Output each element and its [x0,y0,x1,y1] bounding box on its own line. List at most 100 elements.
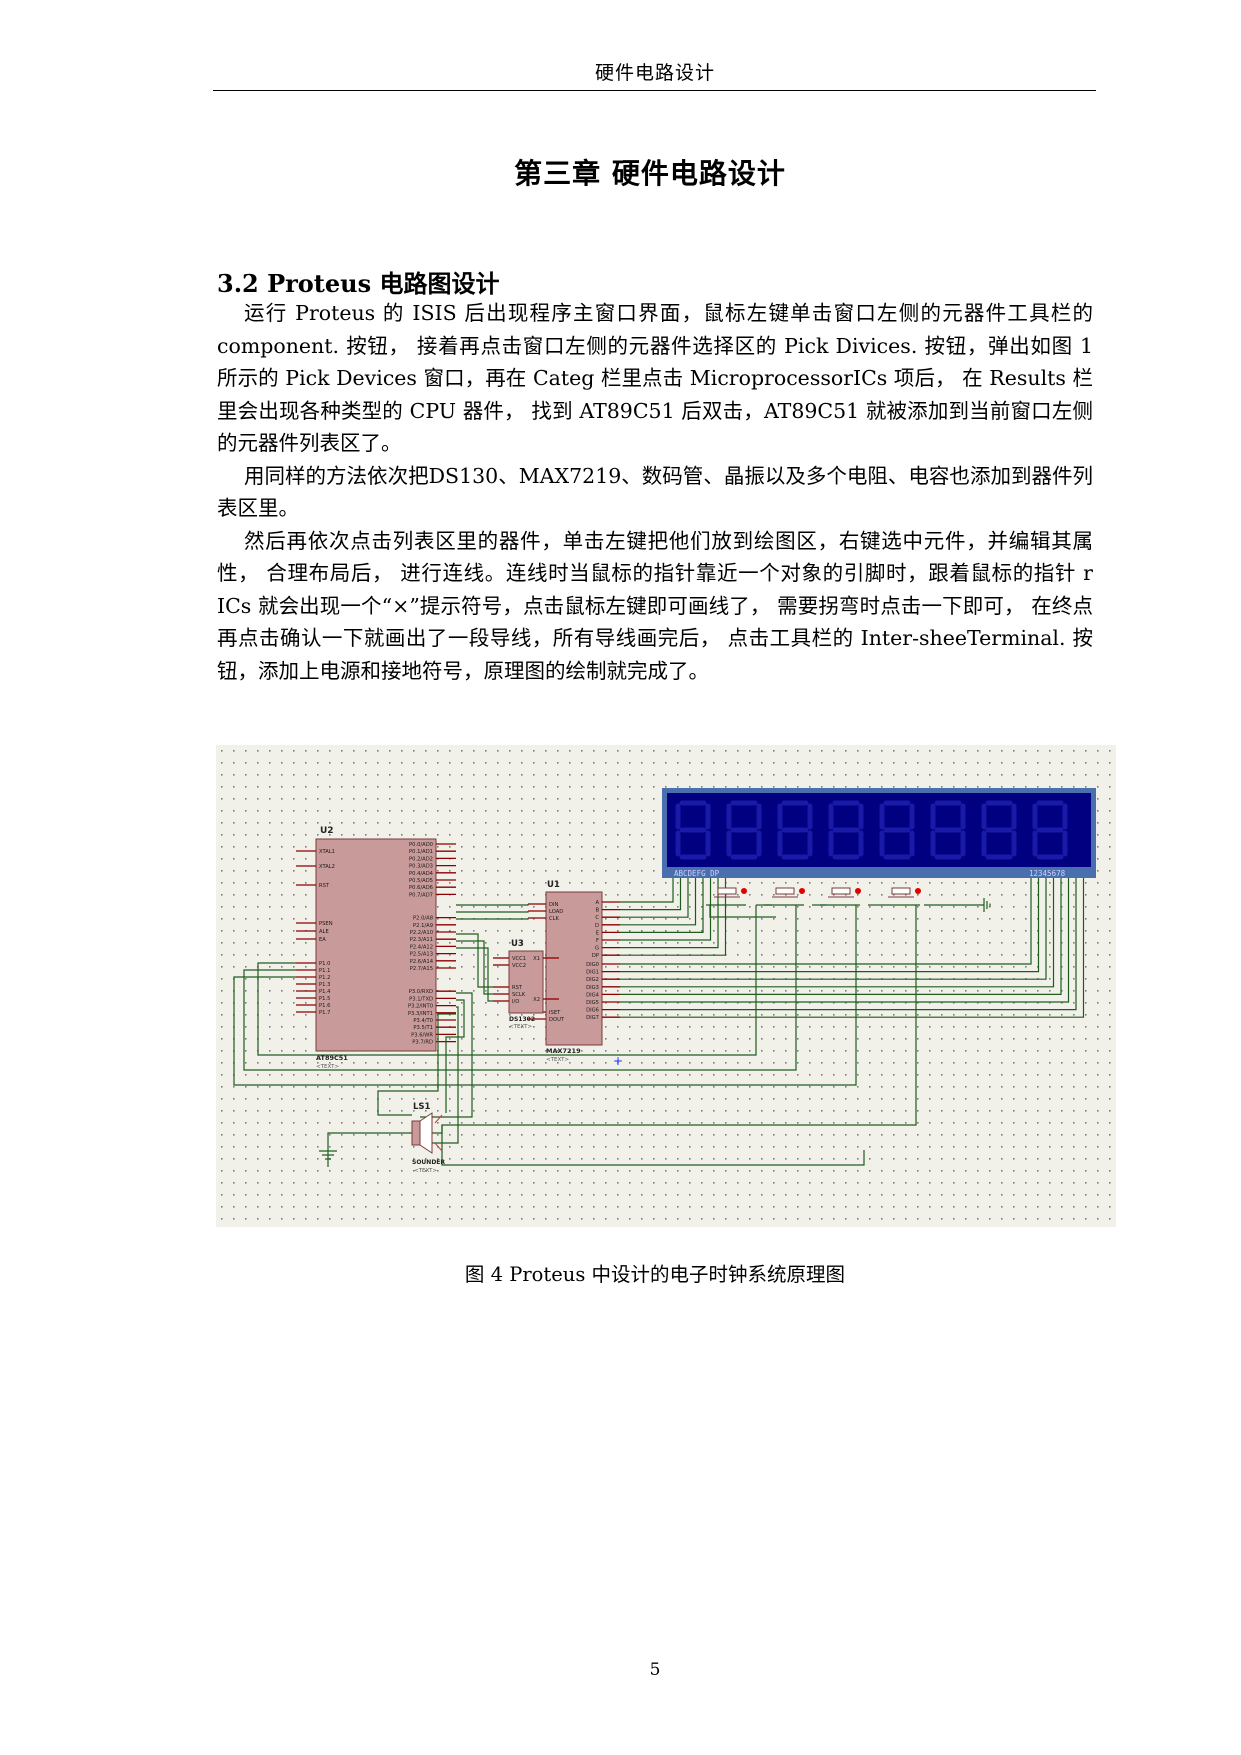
u3-pin-label-5: RST [512,985,523,991]
u1-right-pin-label-14: DIG5 [586,1000,599,1006]
u2-left-pin-label-1: XTAL1 [319,849,335,855]
u1-right-pin-label-4: D [595,923,599,929]
wires [233,878,1085,1166]
display-digit-2 [726,800,762,860]
u2-left-pin-label-11: P1.4 [319,989,331,995]
u2-right-pin-label-11: P2.2/A10 [410,930,433,936]
u2-right-pin-label-9: P2.0/A8 [413,916,433,922]
u2-right-pin-label-15: P2.6/A14 [410,959,434,965]
u1-right-pin-label-5: E [596,930,599,936]
u1-right-pin-label-15: DIG6 [586,1008,599,1014]
u2-left-pin-label-14: P1.7 [319,1010,330,1016]
u2-left-pin-label-5: ALE [319,929,329,935]
u1-left-pin-label-3: CLK [549,916,560,922]
u1-right-pin-label-10: DIG1 [586,970,599,976]
button-cap-3 [831,887,851,895]
wire-24 [243,905,797,1071]
push-buttons [706,887,921,906]
wire-17 [456,904,529,906]
display-digit-6 [930,800,966,860]
wire-19 [456,918,529,920]
u2-right-pin-label-14: P2.5/A13 [410,952,433,958]
u2-right-pin-label-22: P3.5/T1 [413,1025,433,1031]
u2-left-pin-label-13: P1.6 [319,1003,330,1009]
u2-left-pin-label-6: EA [319,937,326,943]
wire-4 [620,878,697,926]
button-node-4 [915,888,921,894]
figure-caption: 图 4 Proteus 中设计的电子时钟系统原理图 [464,1263,846,1286]
u2-pins: XTAL1XTAL2RSTPSENALEEAP1.0P1.1P1.2P1.3P1… [296,842,456,1046]
wire-12 [620,878,1055,988]
u2-right-pin-label-3: P0.2/AD2 [409,856,433,862]
u3-part: DS1302 [509,1016,535,1023]
button-node-3 [855,888,861,894]
chip-u2: U2 AT89C51 <TEXT> XTAL1XTAL2RSTPSENALEEA… [296,826,456,1070]
running-header: 硬件电路设计 [594,62,715,84]
sounder-ls1: LS1 SOUNDER <TEXT> [411,1102,445,1174]
u1-right-pin-label-13: DIG4 [586,992,600,998]
wire-7 [620,878,719,949]
ground-symbol-right [976,898,991,912]
wire-29 [377,1013,456,1116]
u2-right-pin-label-19: P3.2/INT0 [408,1004,433,1010]
display-digit-1 [675,800,711,860]
u1-left-pin-label-5: DOUT [549,1017,565,1023]
button-node-1 [741,888,747,894]
button-cap-2 [775,887,795,895]
header-rule [213,90,1096,91]
button-node-2 [799,888,805,894]
ls1-part: SOUNDER [412,1159,445,1166]
chip-u1: U1 MAX7219 <TEXT> DINLOADCLKISETDOUTABCD… [528,880,623,1068]
wire-1 [620,878,674,903]
push-button-2 [764,887,805,906]
display-digit-7 [981,800,1017,860]
paragraph-1: 运行 Proteus 的 ISIS 后出现程序主窗口界面，鼠标左键单击窗口左侧的… [217,301,1093,455]
push-button-4 [880,887,921,906]
display-right-pin-label: 12345678 [1029,869,1066,878]
u2-right-pin-label-12: P2.3/A11 [410,937,433,943]
u2-right-pin-label-5: P0.4/AD4 [409,871,434,877]
display-digits [675,800,1068,860]
u2-right-pin-label-24: P3.7/RD [412,1040,433,1046]
u1-right-pin-label-8: DP [592,953,599,959]
button-cap-1 [717,887,737,895]
u2-right-pin-label-23: P3.6/WR [411,1032,433,1038]
u1-reference: U1 [547,880,560,890]
push-button-3 [820,887,861,906]
wire-14 [620,878,1070,1003]
u2-left-pin-label-4: PSEN [319,921,333,927]
seven-segment-display: ABCDEFG DP 12345678 [662,788,1096,878]
u1-right-pin-label-3: C [595,915,599,921]
display-digit-4 [828,800,864,860]
section-number: 3.2 Proteus [217,269,380,298]
u2-right-pin-label-10: P2.1/A9 [413,923,433,929]
u2-right-pin-label-17: P3.0/RXD [409,989,433,995]
wire-3 [620,878,689,918]
display-digit-5 [879,800,915,860]
paragraph-3: 然后再依次点击列表区里的器件，单击左键把他们放到绘图区，右键选中元件，并编辑其属… [217,528,1093,683]
paragraph-2: 用同样的方法依次把DS130、MAX7219、数码管、晶振以及多个电阻、电容也添… [217,463,1093,521]
u3-pin-label-1: VCC1 [512,956,526,962]
u2-left-pin-label-2: XTAL2 [319,864,335,870]
ground-symbol-left [319,1150,337,1167]
u1-left-pin-label-4: ISET [549,1010,561,1016]
u1-right-pin-label-11: DIG2 [586,977,599,983]
u2-right-pin-label-13: P2.4/A12 [410,944,433,950]
u2-text-field: <TEXT> [316,1064,339,1070]
wire-25 [233,905,857,1086]
wire-13 [620,878,1062,995]
button-cap-4 [891,887,911,895]
wire-8 [620,878,727,956]
u1-text-field: <TEXT> [546,1057,569,1063]
wire-39 [856,905,917,1126]
u3-pin-label-4: X2 [533,997,540,1003]
schematic-drawing: ABCDEFG DP 12345678 U2 AT89C51 <TEXT> XT… [216,745,1116,1227]
u1-right-pin-label-12: DIG3 [586,985,599,991]
svg-text:+: + [613,1054,623,1068]
wire-6 [620,878,712,941]
u2-left-pin-label-12: P1.5 [319,996,330,1002]
wire-15 [620,878,1077,1011]
u1-right-pin-label-6: F [596,938,599,944]
wire-2 [620,878,682,911]
